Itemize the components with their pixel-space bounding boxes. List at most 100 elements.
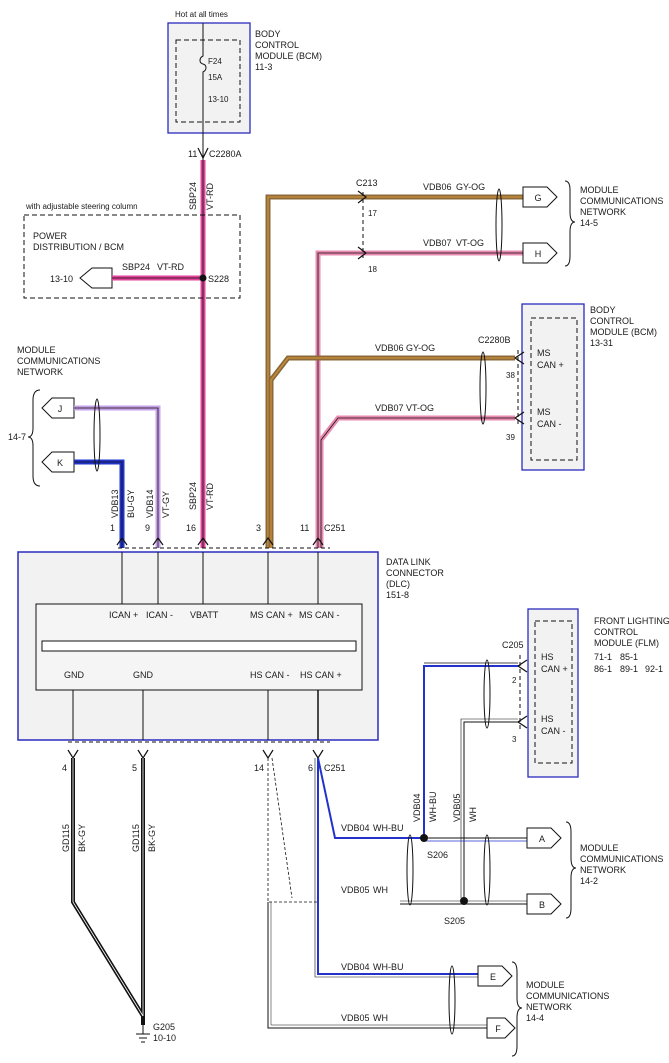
- mcn-ab-line1: MODULE: [580, 843, 619, 853]
- dlc-top-pin-mscan-plus: MS CAN +: [250, 610, 293, 620]
- bcm-top-inner-box: [175, 39, 241, 123]
- terminal-g-icon: [522, 186, 558, 208]
- adjustable-column-note: with adjustable steering column: [25, 202, 138, 211]
- dlc-pin1-arrow-icon: [116, 536, 128, 546]
- mcn-ab-line2: COMMUNICATIONS: [580, 854, 663, 864]
- dlc-pin-4: 4: [62, 763, 67, 773]
- dlc-pin11-arrow-icon: [312, 536, 324, 546]
- dlc-pin-6: 6: [308, 763, 313, 773]
- dlc-pin-9: 9: [145, 523, 150, 533]
- fuse-ref: 13-10: [208, 95, 229, 104]
- terminal-b-label: B: [539, 900, 545, 910]
- fuse-id: F24: [208, 57, 222, 66]
- terminal-g-label: G: [534, 193, 541, 203]
- bcm-top-line2: CONTROL: [255, 40, 299, 50]
- flm-hs-a: HS: [541, 652, 554, 662]
- a-wire-color: WH-BU: [373, 823, 404, 833]
- e-wire-color: WH-BU: [373, 962, 404, 972]
- bcm-right-line1: BODY: [590, 305, 616, 315]
- bcm-right-ref: 13-31: [590, 338, 613, 348]
- dlc-bottom-pin-gnd2: GND: [133, 670, 154, 680]
- terminal-k-label: K: [57, 458, 63, 468]
- mcn-ab-bracket-icon: [565, 821, 577, 919]
- dlc-pin-16: 16: [186, 523, 196, 533]
- dlc-c251-top: C251: [324, 523, 346, 533]
- c213-pin17: 17: [368, 209, 377, 218]
- power-distribution-dashed-box: [23, 214, 241, 299]
- flm-ref-71-1: 71-1: [594, 652, 612, 662]
- flm-ref-86-1: 86-1: [594, 664, 612, 674]
- c205-label: C205: [502, 640, 524, 650]
- dlc-bottom-pin-hscan-plus: HS CAN +: [300, 670, 342, 680]
- flm-module: [527, 608, 579, 778]
- gnd2-color: BK-GY: [147, 824, 157, 852]
- terminal-e-icon: [477, 965, 513, 987]
- power-dist-line2: DISTRIBUTION / BCM: [33, 242, 124, 252]
- ef-twisted-pair-icon: [448, 965, 456, 1035]
- dlc-pin-14: 14: [254, 763, 264, 773]
- bcm-right-ms-c: MS: [537, 407, 551, 417]
- jk-twisted-pair-icon: [93, 398, 101, 472]
- flm-vdb05-circuit: VDB05: [452, 793, 462, 822]
- a-wire-circuit: VDB04: [341, 823, 370, 833]
- mcn-ef-line3: NETWORK: [526, 1002, 572, 1012]
- splice-s228-icon: [199, 274, 207, 282]
- dlc-pin4-arrow-icon: [67, 749, 79, 760]
- vdb06-top-wire: [265, 194, 523, 548]
- terminal-f-label: F: [495, 1024, 501, 1034]
- terminal-e-label: E: [490, 972, 496, 982]
- top-color-label: VT-RD: [205, 182, 215, 210]
- vdb07-top-wire: [315, 250, 523, 548]
- flm-twisted-pair-icon: [483, 659, 491, 729]
- dlc-top-pin-ican-plus: ICAN +: [109, 610, 138, 620]
- terminal-b-icon: [526, 893, 562, 915]
- mcn-gh-line2: COMMUNICATIONS: [580, 196, 663, 206]
- bcm-top-module: [167, 22, 251, 134]
- vdb06-top-wire-core: [267, 196, 523, 548]
- terminal-h-label: H: [535, 249, 542, 259]
- flm-ref-89-1: 89-1: [620, 664, 638, 674]
- dlc-pin-11: 11: [300, 523, 309, 533]
- bcm-top-line1: BODY: [255, 29, 281, 39]
- c213-label: C213: [356, 178, 378, 188]
- power-dist-ref: 13-10: [50, 274, 73, 284]
- gnd1-circuit: GD115: [61, 824, 71, 852]
- dlc-top-pin-ican-minus: ICAN -: [146, 610, 173, 620]
- mcn-ef-line2: COMMUNICATIONS: [526, 991, 609, 1001]
- dlc-ref: 151-8: [386, 590, 409, 600]
- gnd1-wire-core: [72, 758, 144, 1017]
- vdb13-wire-core: [74, 461, 123, 548]
- hs-can-minus-wire-f: [267, 902, 487, 1029]
- splice-s205-icon: [460, 897, 468, 905]
- hs-can-plus-wire-e: [317, 758, 478, 975]
- dlc-pin16-arrow-icon: [197, 536, 209, 546]
- c205-pin3-icon: [516, 715, 528, 729]
- ms-wire1-circuit: VDB06: [375, 343, 404, 353]
- dlc-top-pin-vbatt: VBATT: [190, 610, 219, 620]
- bcm-right-module: [521, 303, 585, 471]
- b-wire-color: WH: [373, 885, 388, 895]
- hs-can-plus-wire-a: [317, 757, 424, 839]
- mcn-jk-bracket-icon: [27, 389, 41, 487]
- gnd1-wire: [71, 758, 145, 1025]
- h-wire-circuit: VDB07: [423, 238, 452, 248]
- mcn-gh-line1: MODULE: [580, 185, 619, 195]
- ab-twisted-pair-right-icon: [483, 834, 491, 906]
- flm-vdb04-color: WH-BU: [428, 792, 438, 823]
- terminal-f-icon: [486, 1017, 516, 1039]
- c205-pin3: 3: [512, 735, 517, 744]
- mcn-gh-bracket-icon: [564, 180, 576, 267]
- flm-line1: FRONT LIGHTING: [594, 616, 669, 626]
- flm-vdb05-color: WH: [468, 807, 478, 822]
- dlc-pin5-arrow-icon: [137, 749, 149, 760]
- dlc-connector-slot: [41, 640, 357, 652]
- power-dist-circuit: SBP24: [122, 262, 150, 272]
- dlc-bottom-pin-hscan-minus: HS CAN -: [250, 670, 290, 680]
- vdb13-circuit: VDB13: [110, 489, 120, 518]
- splice-s205-label: S205: [444, 916, 465, 926]
- c2280b-pin38-icon: [513, 351, 525, 365]
- power-dist-terminal-icon: [79, 267, 113, 289]
- bcm-right-line2: CONTROL: [590, 316, 634, 326]
- dlc-pin3-arrow-icon: [262, 536, 274, 546]
